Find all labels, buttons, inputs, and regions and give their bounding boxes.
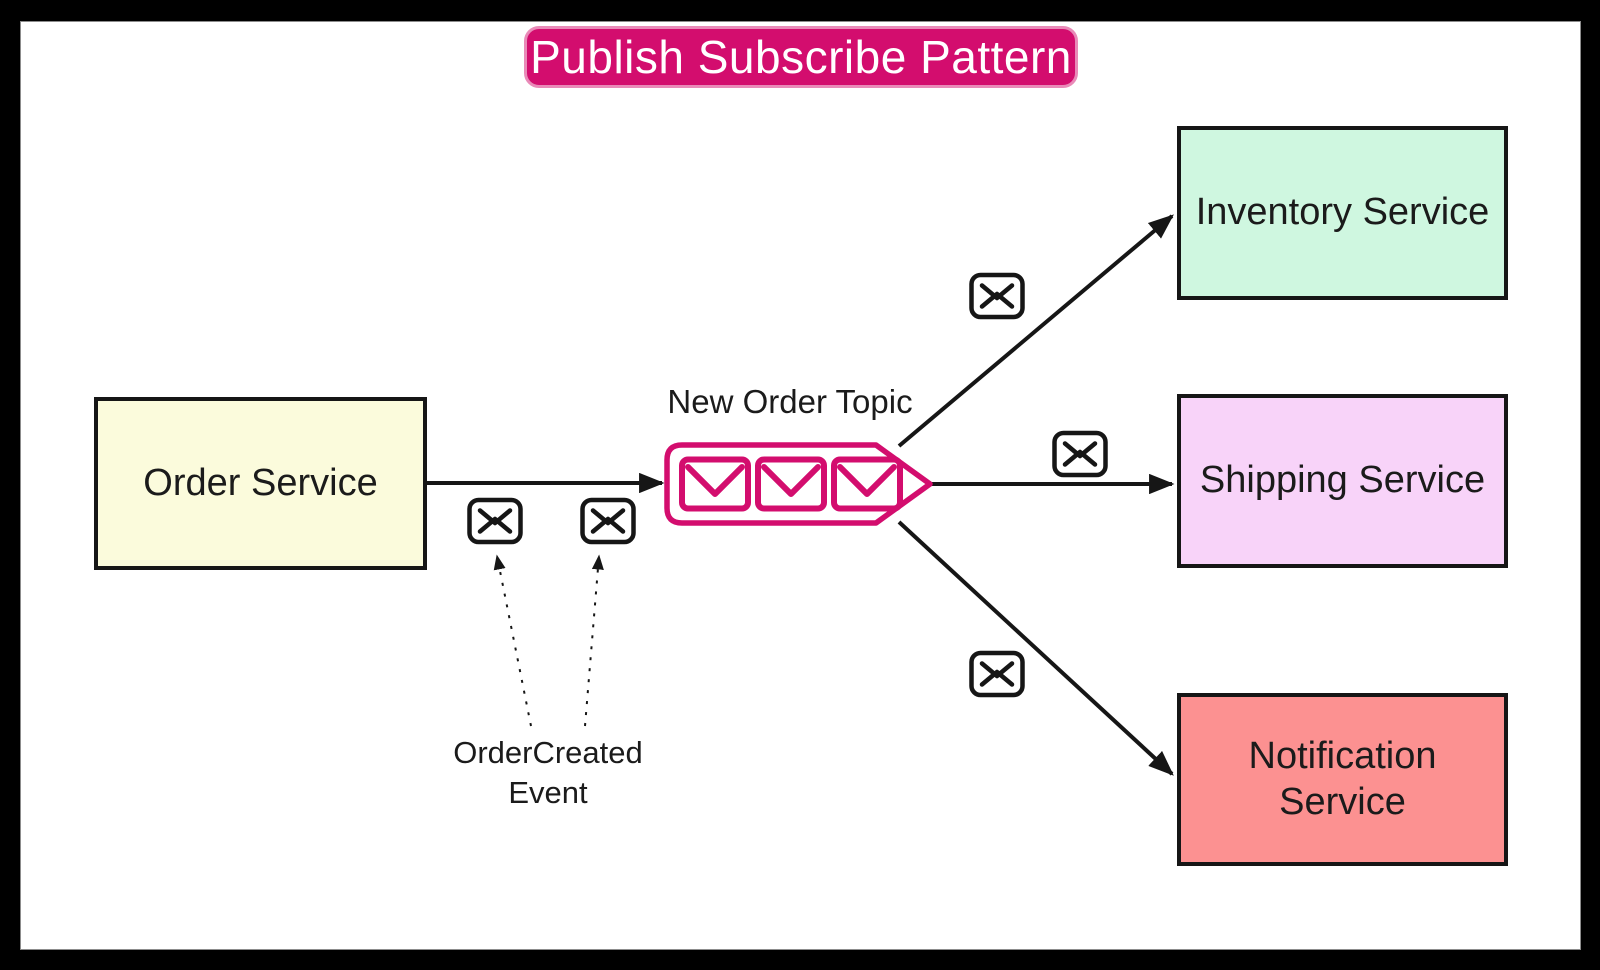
topic-label: New Order Topic — [667, 383, 913, 420]
order-service-label: Order Service — [143, 461, 378, 504]
notification-service-label: Notification Service — [1248, 734, 1437, 823]
diagram-title-pill: Publish Subscribe Pattern — [524, 26, 1078, 88]
node-order-service: Order Service — [94, 397, 427, 570]
node-inventory-service: Inventory Service — [1177, 126, 1508, 300]
node-shipping-service: Shipping Service — [1177, 394, 1508, 568]
inventory-service-label: Inventory Service — [1195, 191, 1490, 234]
shipping-service-label: Shipping Service — [1199, 459, 1486, 502]
node-notification-service: Notification Service — [1177, 693, 1508, 866]
diagram-title: Publish Subscribe Pattern — [530, 31, 1072, 83]
event-label: OrderCreated Event — [453, 735, 643, 810]
